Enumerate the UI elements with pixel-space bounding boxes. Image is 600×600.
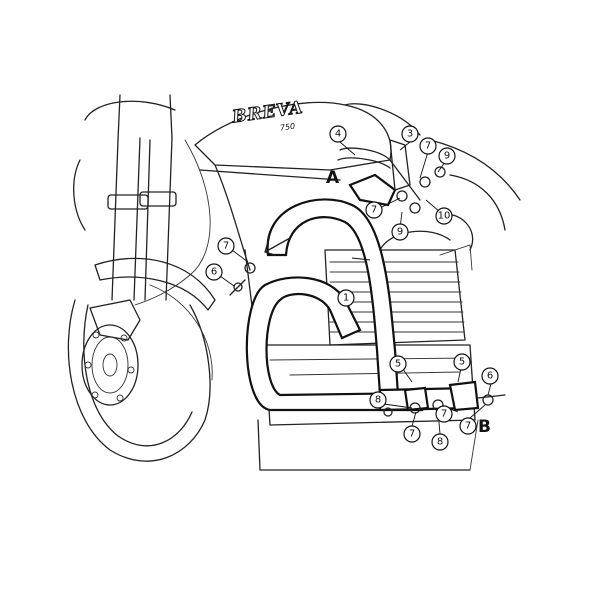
brand-model: 750 xyxy=(279,122,295,133)
callout-8: 9 xyxy=(391,223,409,241)
svg-text:4: 4 xyxy=(335,129,341,140)
hardware xyxy=(229,166,506,417)
svg-text:9: 9 xyxy=(397,227,403,238)
callout-9: 7 xyxy=(217,237,235,255)
svg-text:6: 6 xyxy=(211,267,217,278)
callout-11: 5 xyxy=(389,355,407,373)
svg-text:8: 8 xyxy=(375,395,381,406)
crash-bar xyxy=(245,173,480,412)
svg-text:7: 7 xyxy=(441,409,447,420)
arrow-a xyxy=(264,237,291,256)
callout-7: 10 xyxy=(435,207,453,225)
svg-text:7: 7 xyxy=(425,141,431,152)
svg-text:8: 8 xyxy=(437,437,443,448)
svg-text:5: 5 xyxy=(459,357,465,368)
callout-2: 3 xyxy=(401,125,419,143)
callout-16: 8 xyxy=(431,433,449,451)
callout-14: 8 xyxy=(369,391,387,409)
callout-17: 7 xyxy=(435,405,453,423)
callout-3: 4 xyxy=(329,125,347,143)
svg-text:6: 6 xyxy=(487,371,493,382)
mounting-plate-b xyxy=(448,380,480,412)
callout-13: 6 xyxy=(481,367,499,385)
svg-text:9: 9 xyxy=(444,151,450,162)
brake-line xyxy=(134,139,211,306)
point-label-a: A xyxy=(326,168,340,188)
callout-10: 6 xyxy=(205,263,223,281)
front-fork xyxy=(107,94,177,301)
point-label-b: B xyxy=(478,417,491,437)
callout-1: 1 xyxy=(337,289,355,307)
svg-text:5: 5 xyxy=(395,359,401,370)
front-tyre xyxy=(67,299,211,462)
callout-6: 7 xyxy=(365,201,383,219)
motorcycle-outline xyxy=(67,94,521,471)
callout-18: 7 xyxy=(459,417,477,435)
svg-text:3: 3 xyxy=(407,129,413,140)
front-fender xyxy=(94,257,216,311)
callout-5: 9 xyxy=(438,147,456,165)
brand-decal: BREVA 750 xyxy=(230,97,306,133)
svg-text:7: 7 xyxy=(371,205,377,216)
svg-text:7: 7 xyxy=(465,421,471,432)
upper-bracket xyxy=(337,139,411,191)
callout-12: 5 xyxy=(453,353,471,371)
callout-15: 7 xyxy=(403,425,421,443)
svg-text:7: 7 xyxy=(409,429,415,440)
svg-text:1: 1 xyxy=(343,293,349,304)
svg-text:10: 10 xyxy=(438,211,451,222)
svg-text:7: 7 xyxy=(223,241,229,252)
callout-4: 7 xyxy=(419,137,437,155)
mounting-plate-a xyxy=(348,173,397,207)
